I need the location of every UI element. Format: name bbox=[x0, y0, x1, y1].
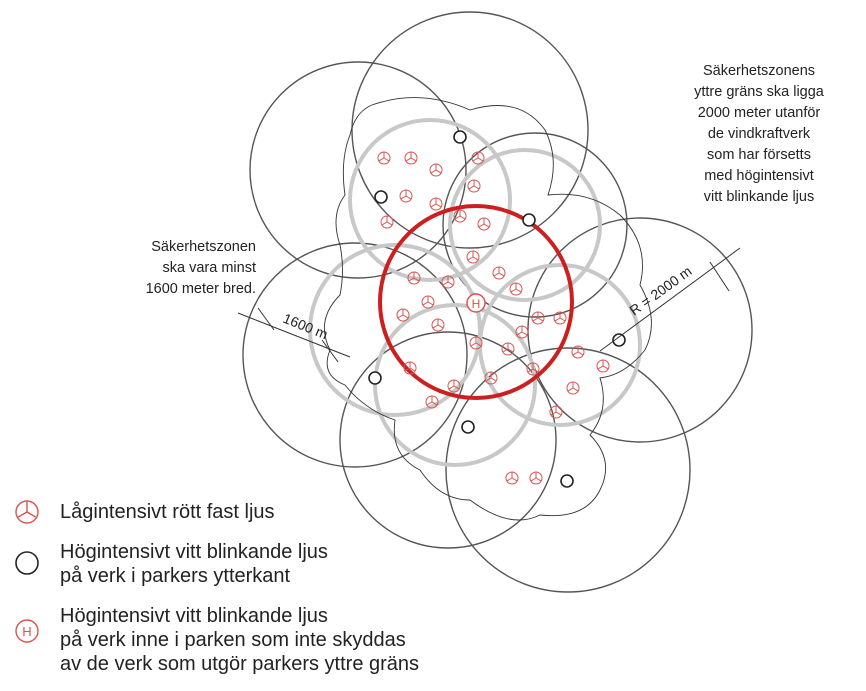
outer-circle-upper-left bbox=[249, 61, 467, 279]
inner-ring-5 bbox=[448, 148, 602, 302]
red-propeller-turbine bbox=[403, 361, 417, 375]
low-intensity-turbines bbox=[377, 151, 610, 485]
h-turbine-letter: H bbox=[472, 297, 481, 311]
legend-h-letter: H bbox=[22, 624, 31, 639]
left-note-line: ska vara minst bbox=[163, 260, 256, 276]
outer-circle-left bbox=[242, 242, 468, 468]
red-propeller-turbine bbox=[429, 163, 443, 177]
left-annotation: Säkerhetszonen ska vara minst 1600 meter… bbox=[146, 239, 256, 297]
left-note-line: 1600 meter bred. bbox=[146, 281, 256, 297]
red-propeller-turbine bbox=[380, 215, 394, 229]
red-propeller-turbine bbox=[531, 311, 545, 325]
black-circle-turbine bbox=[453, 130, 467, 144]
red-propeller-turbine bbox=[492, 266, 506, 280]
black-circle-turbine bbox=[522, 213, 536, 227]
red-propeller-turbine bbox=[571, 345, 585, 359]
red-propeller-turbine bbox=[553, 311, 567, 325]
radius-dimension bbox=[599, 247, 741, 352]
outer-circle-upper-right bbox=[442, 132, 628, 318]
inner-ring-1 bbox=[348, 118, 512, 282]
outer-zone-circles bbox=[242, 11, 753, 593]
legend-item-3-line-1: Högintensivt vitt blinkande ljus bbox=[60, 605, 328, 627]
right-annotation: Säkerhetszonens yttre gräns ska ligga 20… bbox=[694, 63, 825, 205]
red-propeller-turbine bbox=[467, 179, 481, 193]
right-note-line: med högintensivt bbox=[704, 168, 814, 184]
legend-icon-h-circle: H bbox=[15, 619, 39, 643]
right-note-line: 2000 meter utanför bbox=[698, 105, 821, 121]
black-circle-turbine bbox=[612, 333, 626, 347]
legend-item-2-line-1: Högintensivt vitt blinkande ljus bbox=[60, 541, 328, 563]
black-circle-turbine bbox=[461, 420, 475, 434]
right-note-line: som har försetts bbox=[707, 147, 811, 163]
inner-ring-3 bbox=[373, 303, 537, 467]
red-boundary-circle bbox=[378, 204, 574, 400]
red-propeller-turbine bbox=[396, 308, 410, 322]
width-label: 1600 m bbox=[281, 310, 330, 342]
park-boundary bbox=[323, 97, 652, 521]
red-propeller-turbine bbox=[484, 371, 498, 385]
right-note-line: de vindkraftverk bbox=[708, 126, 811, 142]
legend-item-3-line-3: av de verk som utgör parkers yttre gräns bbox=[60, 653, 420, 675]
right-note-line: yttre gräns ska ligga bbox=[694, 84, 825, 100]
black-circle-turbine bbox=[374, 190, 388, 204]
red-propeller-turbine bbox=[466, 250, 480, 264]
red-propeller-turbine bbox=[501, 342, 515, 356]
red-propeller-turbine bbox=[515, 325, 529, 339]
legend-item-3-line-2: på verk inne i parken som inte skyddas bbox=[60, 629, 406, 651]
red-propeller-turbine bbox=[509, 282, 523, 296]
right-note-line: Säkerhetszonens bbox=[703, 63, 815, 79]
red-propeller-turbine bbox=[566, 381, 580, 395]
right-note-line: vitt blinkande ljus bbox=[704, 189, 814, 205]
red-propeller-turbine bbox=[399, 189, 413, 203]
red-propeller-turbine bbox=[477, 217, 491, 231]
high-intensity-edge-turbines bbox=[368, 130, 626, 488]
outer-circle-lower-left bbox=[339, 331, 557, 549]
radius-label: R = 2000 m bbox=[626, 263, 694, 319]
black-circle-turbine bbox=[560, 474, 574, 488]
black-circle-turbine bbox=[368, 371, 382, 385]
red-propeller-turbine bbox=[529, 471, 543, 485]
red-propeller-turbine bbox=[425, 395, 439, 409]
red-propeller-turbine bbox=[505, 471, 519, 485]
red-propeller-turbine bbox=[441, 275, 455, 289]
red-propeller-turbine bbox=[453, 209, 467, 223]
legend-item-2-line-2: på verk i parkers ytterkant bbox=[60, 565, 291, 587]
red-propeller-turbine bbox=[377, 151, 391, 165]
legend-icon-black-circle bbox=[15, 551, 39, 575]
legend-item-1-line-1: Lågintensivt rött fast ljus bbox=[60, 501, 275, 523]
width-dimension bbox=[237, 307, 351, 363]
h-turbine-symbol: H bbox=[466, 293, 486, 313]
red-propeller-turbine bbox=[404, 151, 418, 165]
red-propeller-turbine bbox=[421, 295, 435, 309]
red-propeller-turbine bbox=[407, 271, 421, 285]
red-propeller-turbine bbox=[469, 336, 483, 350]
left-note-line: Säkerhetszonen bbox=[151, 239, 256, 255]
red-propeller-turbine bbox=[526, 362, 540, 376]
red-propeller-turbine bbox=[447, 379, 461, 393]
red-propeller-turbine bbox=[431, 318, 445, 332]
red-propeller-turbine bbox=[471, 151, 485, 165]
outer-circle-top bbox=[351, 11, 589, 249]
outer-circle-bottom bbox=[445, 347, 691, 593]
legend-icon-propeller bbox=[15, 500, 39, 524]
red-propeller-turbine bbox=[549, 405, 563, 419]
red-propeller-turbine bbox=[596, 359, 610, 373]
red-propeller-turbine bbox=[429, 197, 443, 211]
